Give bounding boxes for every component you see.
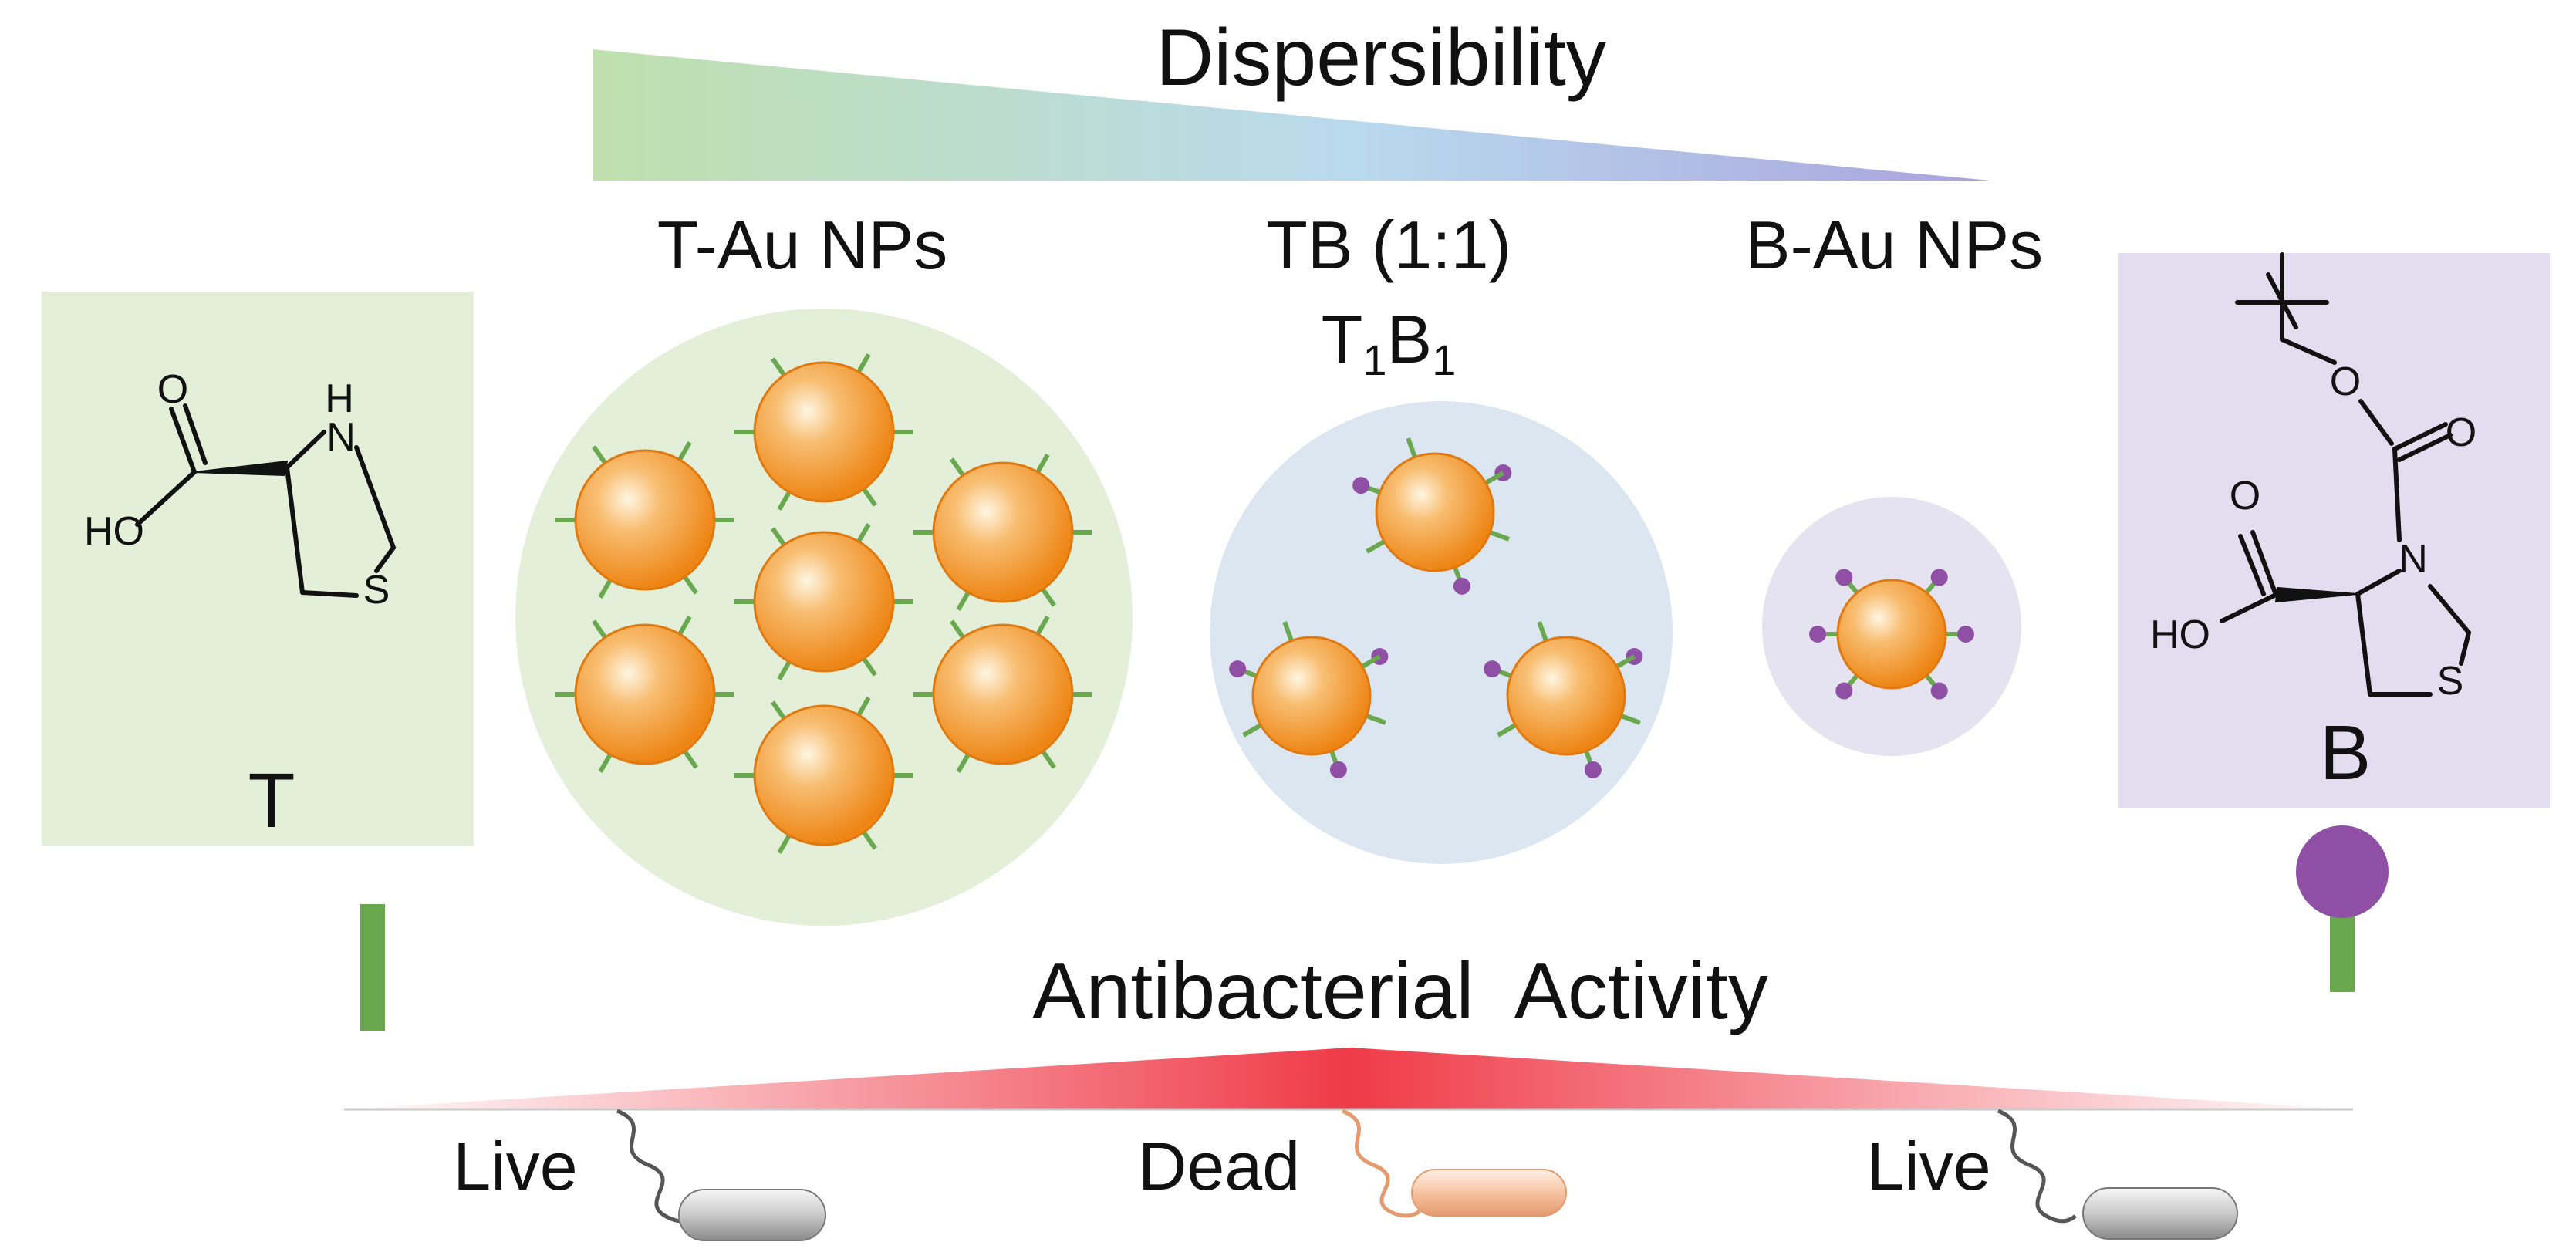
b-atom-o1: O: [2330, 359, 2361, 404]
b-au-nps-label: B-Au NPs: [1745, 207, 2043, 283]
live-label-right: Live: [1866, 1128, 1990, 1204]
formula-t-sub: 1: [1362, 336, 1386, 384]
boc-ligand-head: [1453, 577, 1470, 595]
live-bacterium-left-icon: [616, 1109, 826, 1241]
t-molecule-name: T: [248, 758, 295, 844]
tb-ratio-label: TB (1:1): [1266, 207, 1511, 283]
boc-ligand-head: [1809, 626, 1826, 643]
live-label-left: Live: [453, 1128, 577, 1204]
dispersibility-label: Dispersibility: [1156, 13, 1606, 103]
t-au-nanoparticle: [913, 454, 1092, 611]
b-molecule-panel: [2118, 253, 2550, 808]
gold-core: [753, 531, 895, 673]
b-molecule-name: B: [2320, 710, 2372, 796]
activity-wedge: [344, 1048, 2353, 1109]
boc-ligand-head: [1930, 569, 1948, 586]
b-ligand-stem: [2330, 907, 2355, 992]
t-au-nanoparticle: [734, 523, 913, 680]
t-au-nps-label: T-Au NPs: [657, 207, 948, 283]
gold-core: [1251, 636, 1372, 756]
dead-bacterium-icon: [1342, 1109, 1567, 1218]
gold-core: [932, 461, 1074, 603]
gold-core: [574, 623, 716, 765]
tb-nanoparticle: [1229, 621, 1389, 778]
nanoparticle-layer: [555, 353, 1974, 854]
boc-ligand-head: [1930, 682, 1948, 700]
boc-ligand-head: [1957, 626, 1974, 643]
b-au-nanoparticle: [1809, 569, 1974, 700]
tb-formula-label: T1B1: [1322, 301, 1457, 384]
boc-ligand-head: [1835, 569, 1853, 586]
formula-b-sub: 1: [1432, 336, 1456, 384]
dead-label: Dead: [1138, 1128, 1300, 1204]
formula-b: B: [1387, 301, 1433, 377]
b-atom-ho: HO: [2150, 613, 2210, 657]
dispersibility-wedge: [593, 49, 1990, 181]
t-ligand-stick-icon: [360, 904, 385, 1031]
boc-ligand-head: [1329, 761, 1347, 778]
boc-ligand-head: [1484, 660, 1501, 678]
formula-t: T: [1322, 301, 1363, 377]
t-au-nanoparticle: [734, 353, 913, 511]
t-atom-o: O: [157, 367, 188, 412]
gold-core: [1836, 579, 1947, 690]
boc-ligand-head: [1352, 477, 1370, 494]
t-au-nanoparticle: [555, 441, 734, 599]
t-atom-n: N: [326, 415, 356, 460]
gold-core: [1506, 636, 1626, 756]
boc-ligand-head: [1229, 660, 1247, 678]
gold-core: [753, 361, 895, 503]
gold-core: [753, 704, 895, 846]
t-atom-ho: HO: [84, 509, 144, 554]
tb-nanoparticle: [1352, 437, 1512, 595]
gold-core: [574, 449, 716, 591]
b-atom-n: N: [2399, 537, 2428, 582]
b-molecule-structure: [2220, 252, 2471, 697]
t-molecule-panel: [42, 292, 474, 846]
gold-core: [932, 623, 1074, 765]
t-atom-s: S: [363, 568, 390, 613]
b-atom-s: S: [2437, 659, 2464, 704]
t-au-nanoparticle: [913, 616, 1092, 773]
b-atom-o3: O: [2230, 474, 2260, 518]
antibacterial-activity-label: Antibacterial Activity: [1032, 947, 1768, 1036]
t-au-nanoparticle: [555, 616, 734, 773]
t-molecule-structure: [135, 403, 396, 598]
boc-ligand-head: [1835, 682, 1853, 700]
gold-core: [1375, 452, 1495, 572]
boc-ligand-head: [1584, 761, 1602, 778]
t-atom-h: H: [325, 376, 354, 421]
tb-nanoparticle: [1484, 621, 1643, 778]
b-atom-o2: O: [2446, 410, 2476, 455]
t-au-nanoparticle: [734, 697, 913, 854]
b-ligand-head-icon: [2296, 825, 2389, 918]
live-bacterium-right-icon: [1997, 1109, 2238, 1240]
